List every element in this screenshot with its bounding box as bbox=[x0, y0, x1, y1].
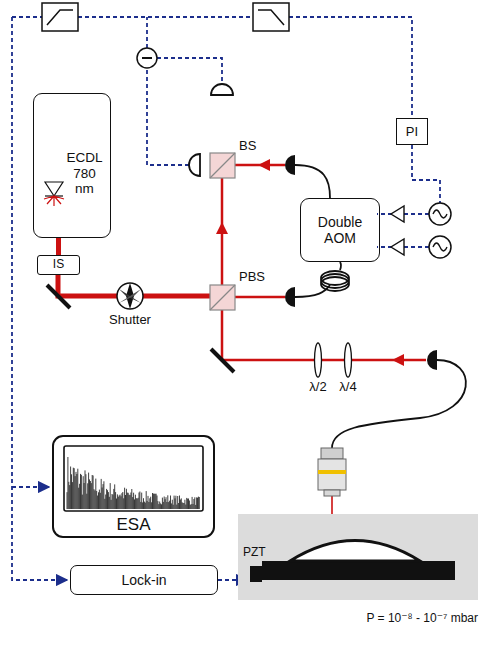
fiber-coupler bbox=[427, 350, 437, 370]
signal-wire bbox=[12, 486, 49, 488]
esa-screen bbox=[64, 446, 203, 511]
part-label: PBS bbox=[239, 270, 265, 285]
shutter-symbol bbox=[117, 283, 143, 309]
beam-splitter bbox=[210, 153, 235, 178]
fiber-coil bbox=[321, 277, 349, 291]
mirror bbox=[211, 349, 234, 372]
high-pass-filter bbox=[42, 3, 78, 31]
objective-tip bbox=[324, 490, 340, 496]
objective-top bbox=[321, 448, 343, 459]
laser-beam bbox=[222, 310, 426, 360]
bs-cube bbox=[210, 153, 235, 178]
oscillator-circle bbox=[429, 236, 451, 258]
objective-body bbox=[318, 459, 346, 490]
laser-beams bbox=[58, 165, 426, 538]
component-label: IS bbox=[53, 258, 64, 272]
component-box: Lock-in bbox=[70, 565, 218, 595]
part-label: P = 10⁻⁸ - 10⁻⁷ mbar bbox=[366, 612, 478, 626]
signal-wire bbox=[146, 17, 148, 48]
part-label: λ/2 bbox=[309, 380, 326, 395]
beam-arrowhead bbox=[216, 222, 228, 234]
pzt-actuator bbox=[250, 566, 262, 582]
signal-wire bbox=[147, 68, 189, 165]
signal-wires bbox=[12, 17, 440, 580]
shutter-ring bbox=[117, 283, 143, 309]
cube-diagonal bbox=[210, 285, 235, 310]
sine-symbol bbox=[433, 210, 447, 218]
component-box: Double AOM bbox=[300, 198, 380, 262]
curved-mirror bbox=[290, 541, 420, 562]
component-label: ESA bbox=[116, 515, 150, 535]
mirror bbox=[47, 285, 70, 308]
objective-lens bbox=[318, 448, 346, 496]
objective-band bbox=[318, 470, 346, 474]
fiber-coupler bbox=[285, 287, 295, 307]
cube-diagonal bbox=[210, 153, 235, 178]
component-box: PI bbox=[396, 118, 428, 145]
signal-wire bbox=[412, 145, 440, 203]
oscillator bbox=[429, 203, 451, 258]
component-box: ESA bbox=[52, 435, 215, 538]
subtractor bbox=[137, 48, 157, 68]
optical-fibers bbox=[295, 165, 466, 448]
signal-wire bbox=[78, 16, 253, 18]
beam-arrowhead bbox=[258, 159, 270, 171]
fiber-coupler bbox=[285, 155, 295, 175]
low-pass-filter bbox=[253, 3, 289, 31]
shutter-blade bbox=[119, 289, 141, 303]
polarizing-beam-splitter bbox=[210, 285, 235, 310]
amplifier bbox=[391, 206, 404, 222]
shutter-blade bbox=[119, 289, 141, 303]
part-label: Shutter bbox=[109, 313, 151, 328]
part-label: λ/4 bbox=[339, 380, 356, 395]
fiber bbox=[295, 165, 330, 198]
photodetector bbox=[189, 154, 200, 176]
minus-sign bbox=[142, 57, 152, 59]
spectrum-trace bbox=[67, 457, 199, 509]
component-label: Double AOM bbox=[306, 214, 374, 246]
laser-beam-connector bbox=[56, 238, 61, 255]
signal-wire bbox=[157, 58, 222, 84]
half-wave-plate bbox=[315, 343, 322, 377]
diode-triangle bbox=[45, 182, 63, 196]
laser-rays bbox=[44, 196, 64, 206]
filter-curve bbox=[258, 10, 284, 25]
beam-arrows bbox=[216, 159, 404, 366]
signal-wire bbox=[404, 246, 429, 248]
spectrum-line bbox=[67, 457, 199, 509]
beam-arrowhead bbox=[392, 354, 404, 366]
photodetector bbox=[211, 84, 233, 95]
filter-curve bbox=[47, 10, 73, 25]
component-label: ECDL 780 nm bbox=[62, 150, 107, 197]
sine-symbol bbox=[433, 243, 447, 251]
signal-wire bbox=[289, 17, 412, 118]
amplifier bbox=[391, 239, 404, 255]
laser-icon bbox=[44, 182, 64, 206]
component-box: ECDL 780 nm bbox=[33, 93, 111, 238]
signal-wire bbox=[12, 16, 42, 18]
laser-beam bbox=[235, 296, 285, 299]
component-label: PI bbox=[406, 125, 418, 140]
component-box: IS bbox=[37, 255, 80, 275]
fiber bbox=[332, 360, 466, 448]
oscillator-circle bbox=[429, 203, 451, 225]
cavity-substrate bbox=[262, 561, 455, 580]
component-label: Lock-in bbox=[121, 572, 166, 588]
part-label: BS bbox=[239, 139, 256, 154]
part-label: PZT bbox=[243, 546, 266, 560]
pbs-cube bbox=[210, 285, 235, 310]
quarter-wave-plate bbox=[345, 343, 352, 377]
vacuum-chamber bbox=[238, 514, 478, 600]
signal-wire bbox=[404, 213, 429, 215]
